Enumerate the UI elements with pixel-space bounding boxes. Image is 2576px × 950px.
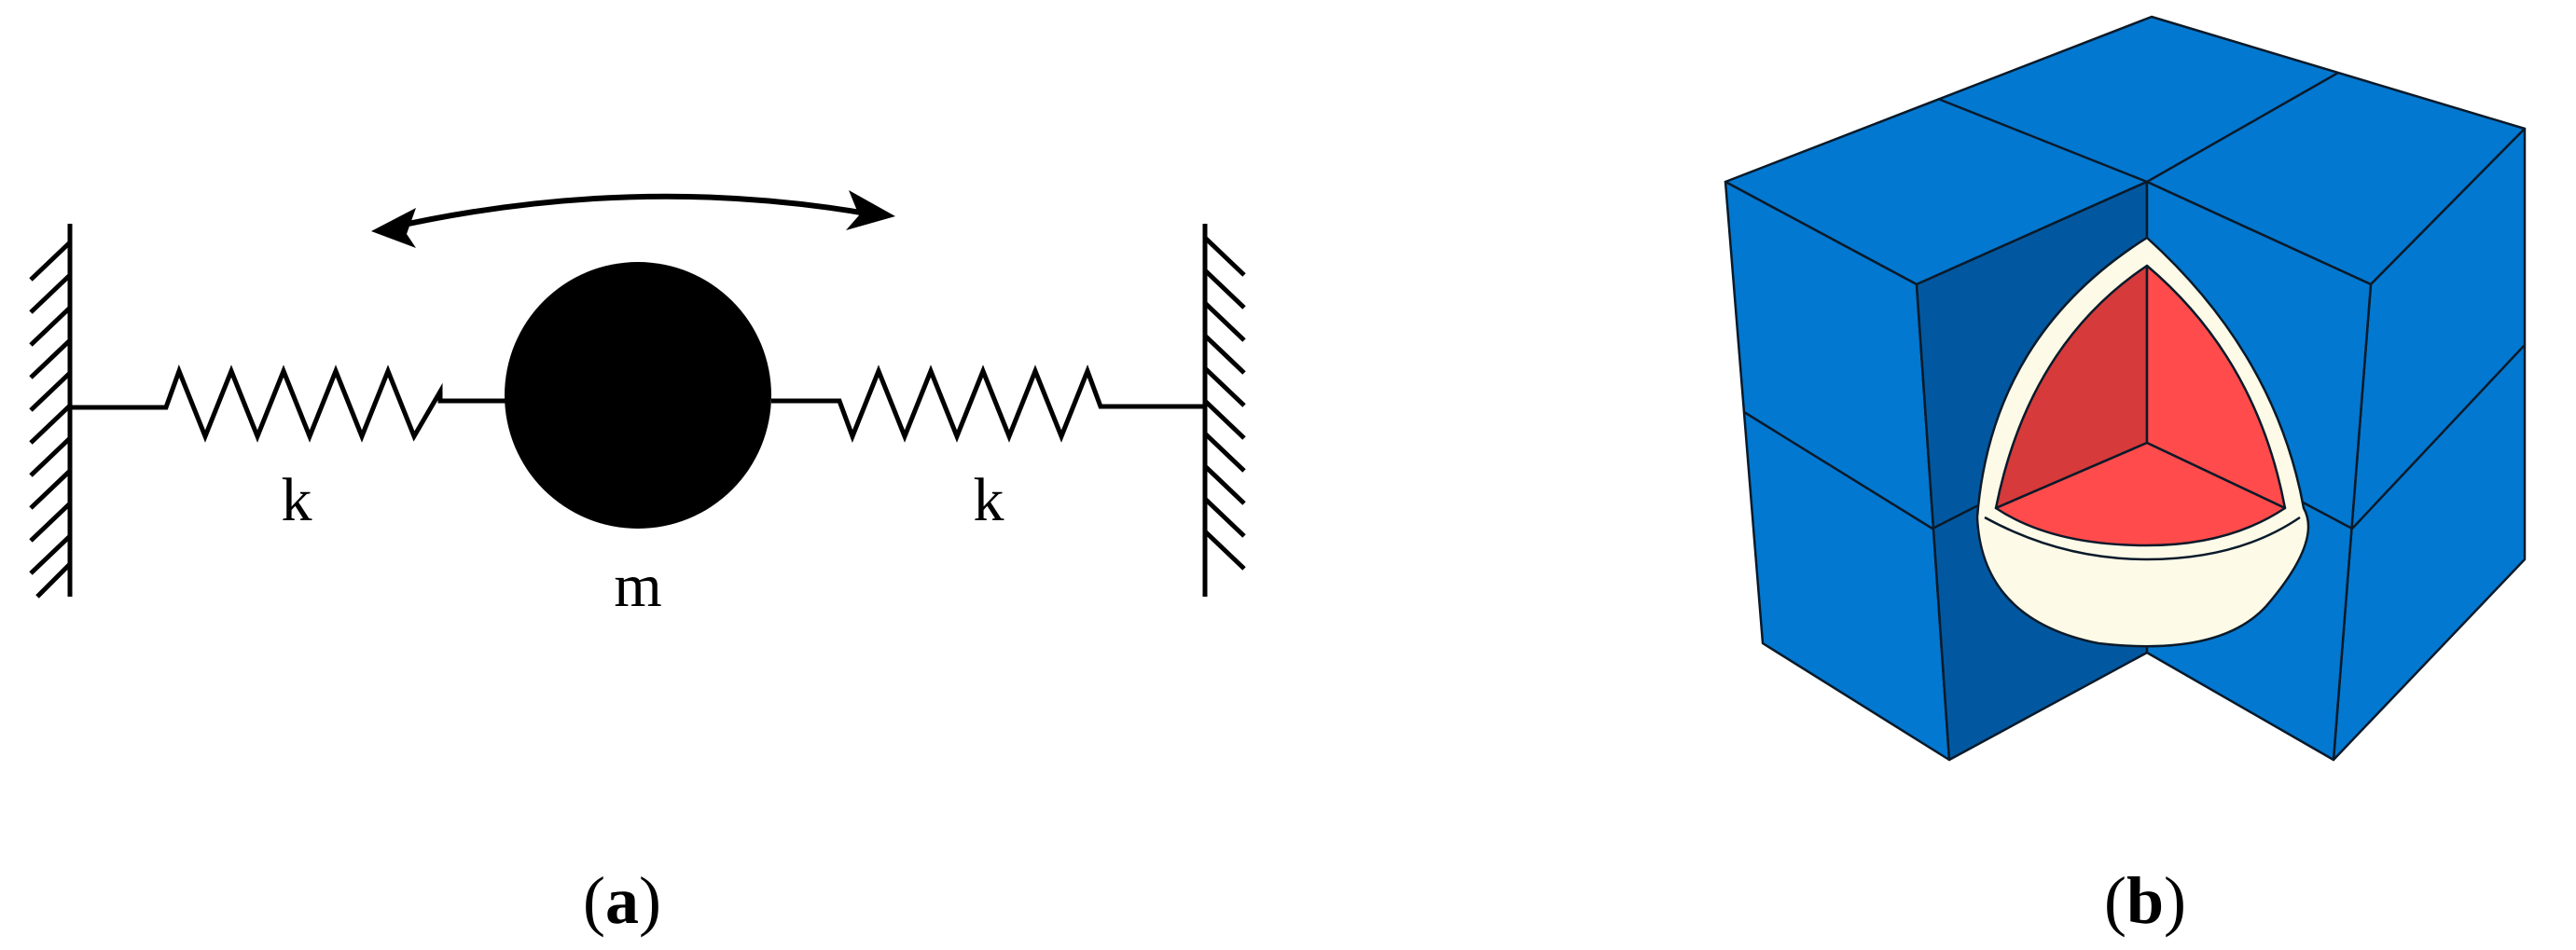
panel-a-spring-mass-diagram: k k m <box>29 190 1246 620</box>
spring-right-label: k <box>974 466 1004 534</box>
core-right-wedge <box>2145 264 2287 510</box>
panel-b-cutaway-cube <box>1724 15 2527 762</box>
caption-b: (b) <box>2104 863 2186 938</box>
left-wall <box>29 224 73 599</box>
mass-label: m <box>614 552 661 620</box>
caption-a-letter: a <box>605 863 639 938</box>
svg-text:(b): (b) <box>2104 863 2186 938</box>
core-bottom-wedge <box>1994 441 2287 547</box>
left-spring <box>70 364 508 443</box>
spring-left-label: k <box>282 466 312 534</box>
caption-b-letter: b <box>2126 863 2164 938</box>
caption-a: (a) <box>583 863 661 938</box>
shell-rim <box>1984 516 2301 561</box>
right-wall <box>1202 224 1246 597</box>
mass-ball <box>505 262 771 529</box>
oscillation-arrow <box>371 190 895 248</box>
svg-text:(a): (a) <box>583 863 661 938</box>
right-spring <box>771 365 1205 443</box>
core-left-wedge <box>1994 264 2149 510</box>
